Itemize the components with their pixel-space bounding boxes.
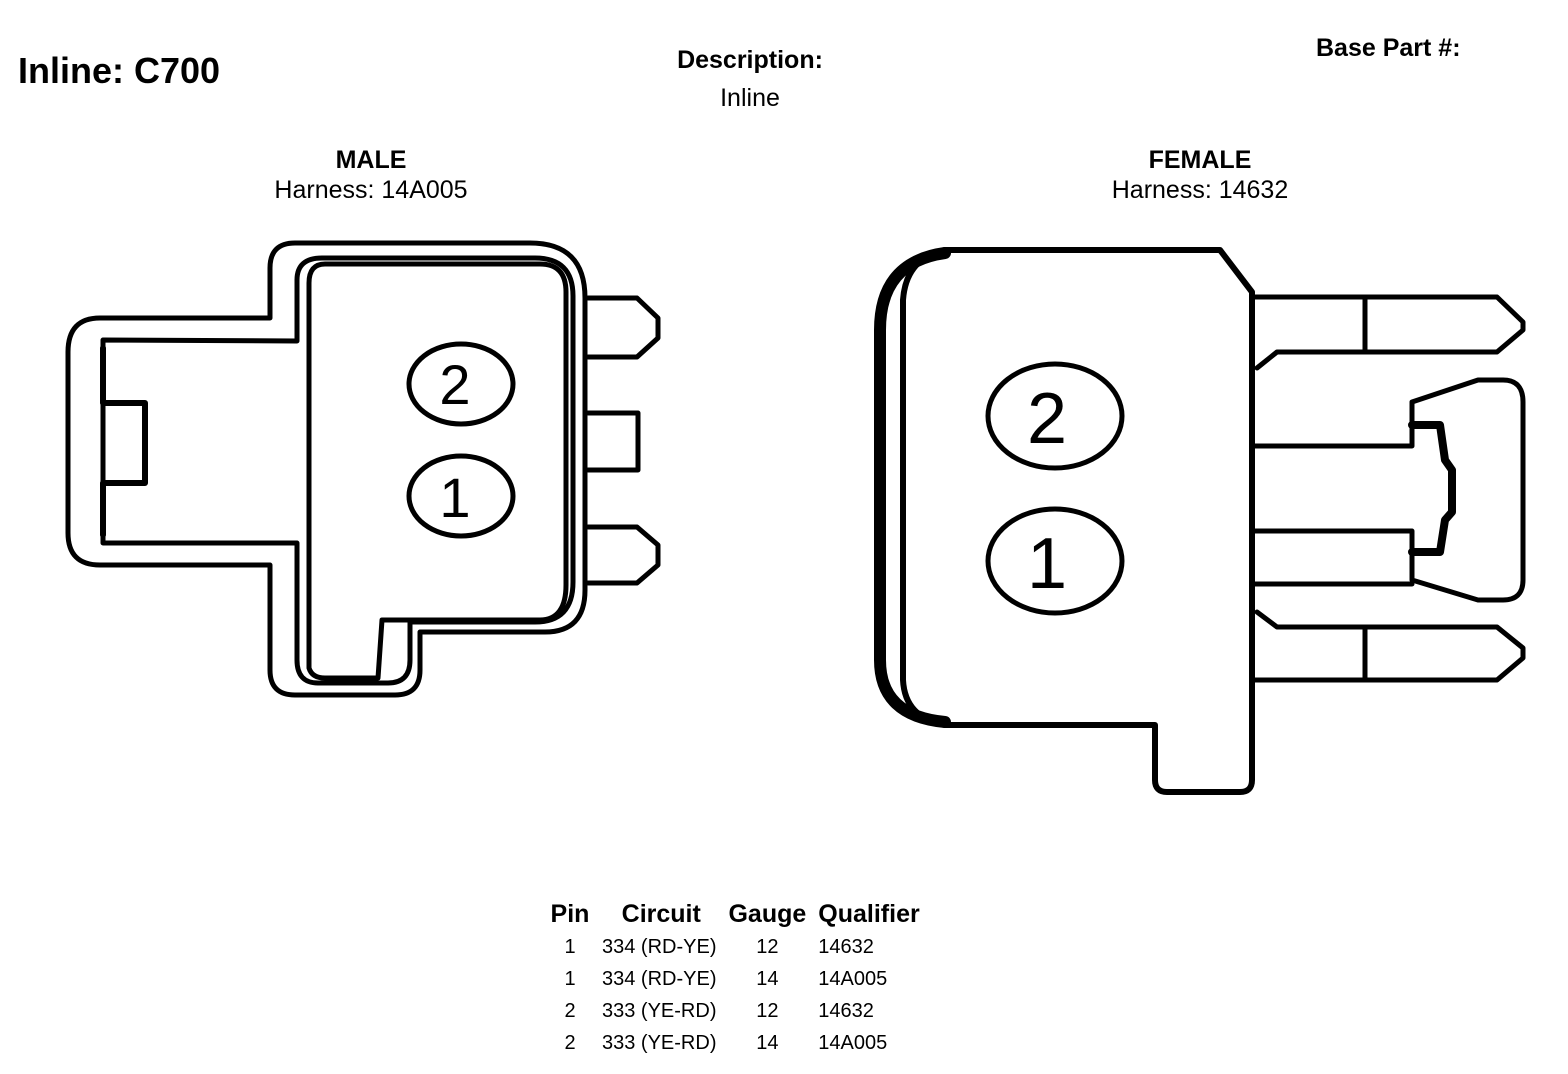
female-pin-1-label: 1 [1027,524,1067,604]
female-heading: FEMALE [1148,146,1252,174]
female-terminal-middle [1251,377,1526,603]
qualifier-cell: 14632 [818,935,874,958]
table-row: 1 334 (RD-YE) 12 14632 [540,931,926,963]
male-tab-top [585,295,661,360]
male-tab-middle [585,410,641,473]
pin-cell: 1 [564,935,576,958]
female-connector [874,247,1526,795]
table-row: 1 334 (RD-YE) 14 14A005 [540,963,926,995]
qualifier-cell: 14A005 [818,1031,888,1054]
male-pin-1-label: 1 [439,466,470,529]
qualifier-cell: 14632 [818,999,874,1022]
male-pin-2-circle [406,341,516,427]
female-terminal-top [1251,294,1526,371]
male-pin-1-circle [406,453,516,539]
pin-table-header: Pin Circuit Gauge Qualifier [540,897,926,931]
gauge-cell: 14 [756,967,779,990]
female-harness: Harness: 14632 [1111,176,1289,204]
gauge-column-header: Gauge [728,899,807,928]
male-harness: Harness: 14A005 [274,176,468,204]
qualifier-cell: 14A005 [818,967,888,990]
female-body-edge [874,247,951,728]
male-cavity-outline [306,261,569,681]
circuit-cell: 334 (RD-YE) [602,935,717,958]
pin-table: Pin Circuit Gauge Qualifier 1 334 (RD-YE… [540,897,926,1059]
female-latch-bump [1408,421,1456,556]
circuit-cell: 333 (YE-RD) [602,999,717,1022]
male-tab-bottom [585,524,661,586]
circuit-column-header: Circuit [621,899,701,928]
pin-cell: 2 [564,999,576,1022]
gauge-cell: 12 [756,999,779,1022]
pin-column-header: Pin [550,899,590,928]
gauge-cell: 12 [756,935,779,958]
male-housing-outer [65,240,588,698]
male-pin-2-label: 2 [439,353,470,416]
female-body [900,247,1255,795]
female-pin-2-circle [985,361,1125,471]
gauge-cell: 14 [756,1031,779,1054]
circuit-cell: 333 (YE-RD) [602,1031,717,1054]
male-latch [100,345,148,538]
circuit-cell: 334 (RD-YE) [602,967,717,990]
base-part-label: Base Part #: [1316,34,1461,62]
male-heading: MALE [335,146,407,174]
connector-title: Inline: C700 [18,50,221,91]
male-connector [65,240,661,698]
description-value: Inline [720,84,780,112]
female-terminal-bottom [1251,609,1526,683]
table-row: 2 333 (YE-RD) 12 14632 [540,995,926,1027]
pin-cell: 1 [564,967,576,990]
qualifier-column-header: Qualifier [818,899,920,928]
pin-cell: 2 [564,1031,576,1054]
description-label: Description: [677,46,823,74]
female-pin-1-circle [985,506,1125,616]
female-pin-2-label: 2 [1027,379,1067,459]
table-row: 2 333 (YE-RD) 14 14A005 [540,1027,926,1059]
